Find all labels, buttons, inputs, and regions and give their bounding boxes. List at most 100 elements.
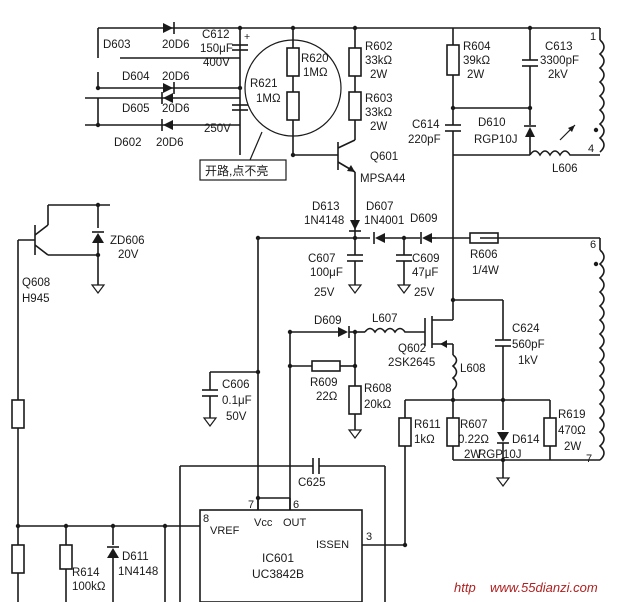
- diode-d614: [495, 400, 511, 487]
- label-d605-value: 20D6: [162, 103, 190, 115]
- label-q602-value: 2SK2645: [388, 357, 435, 369]
- label-c606: C606: [222, 379, 250, 391]
- label-r621: R621: [250, 78, 278, 90]
- watermark-prefix: http: [454, 580, 476, 595]
- label-r607-rating: 2W: [464, 449, 481, 461]
- diode-d603: [163, 22, 175, 34]
- svg-text:+: +: [244, 31, 250, 43]
- label-r609: R609: [310, 377, 338, 389]
- label-ic601-value: UC3842B: [252, 567, 304, 581]
- label-r603: R603: [365, 93, 393, 105]
- label-c625: C625: [298, 477, 326, 489]
- label-c613-value: 3300pF: [540, 55, 579, 67]
- label-pin-vref: VREF: [210, 525, 240, 537]
- label-d614: D614: [512, 434, 540, 446]
- label-c606-rating: 50V: [226, 411, 247, 423]
- label-c624-value: 560pF: [512, 339, 545, 351]
- watermark: www.55dianzi.com: [490, 580, 598, 595]
- label-ic601: IC601: [262, 551, 294, 565]
- label-r602: R602: [365, 41, 393, 53]
- resistor-r614: [59, 523, 73, 602]
- label-l607: L607: [372, 313, 398, 325]
- label-t1: 1: [590, 31, 596, 43]
- diode-d611: [107, 523, 119, 602]
- label-d607-value: 1N4001: [364, 215, 404, 227]
- labels: D603 20D6 D604 20D6 D605 20D6 D602 20D6 …: [22, 29, 598, 595]
- label-c609: C609: [412, 253, 440, 265]
- transistor-q601: [293, 139, 356, 215]
- label-c624: C624: [512, 323, 540, 335]
- label-r603-rating: 2W: [370, 121, 387, 133]
- label-zd606-value: 20V: [118, 249, 139, 261]
- resistor-r606: [436, 232, 499, 244]
- label-d614-value: RGP10J: [478, 449, 521, 461]
- label-d602: D602: [114, 137, 142, 149]
- note-box: [199, 131, 287, 181]
- label-r609-value: 22Ω: [316, 391, 338, 403]
- label-r606: R606: [470, 249, 498, 261]
- label-pin-issen: ISSEN: [316, 539, 349, 551]
- ic601: [199, 497, 363, 602]
- label-q601-value: MPSA44: [360, 173, 406, 185]
- label-d604-value: 20D6: [162, 71, 190, 83]
- resistor-r619: [503, 400, 560, 461]
- label-d609-lower: D609: [314, 315, 342, 327]
- capacitor-c607: [347, 238, 363, 294]
- label-d610-value: RGP10J: [474, 134, 517, 146]
- label-q602: Q602: [398, 343, 426, 355]
- label-d611-value: 1N4148: [118, 566, 158, 578]
- label-r603-value: 33kΩ: [365, 107, 393, 119]
- label-r602-rating: 2W: [370, 69, 387, 81]
- label-c614-value: 220pF: [408, 134, 441, 146]
- label-t4: 4: [588, 143, 594, 155]
- label-r604-value: 39kΩ: [463, 55, 491, 67]
- label-d609-upper: D609: [410, 213, 438, 225]
- label-d605: D605: [122, 103, 150, 115]
- label-c607: C607: [308, 253, 336, 265]
- label-c612-rating: 400V: [203, 57, 230, 69]
- label-q608-value: H945: [22, 293, 50, 305]
- capacitor-c625: [179, 458, 386, 602]
- label-r608-value: 20kΩ: [364, 399, 392, 411]
- label-pin8: 8: [203, 513, 209, 525]
- mosfet-q602: [424, 297, 503, 355]
- label-pin-vcc: Vcc: [254, 517, 273, 529]
- label-pin-out: OUT: [283, 517, 307, 529]
- label-d602-value: 20D6: [156, 137, 184, 149]
- label-zd606: ZD606: [110, 235, 145, 247]
- capacitor-c609: [396, 238, 412, 294]
- label-d604: D604: [122, 71, 150, 83]
- gate-drive: [287, 326, 425, 510]
- label-r607-value: 0.22Ω: [458, 434, 489, 446]
- highlight-circle: [244, 25, 342, 158]
- diode-d604: [163, 82, 175, 94]
- label-r620-value: 1MΩ: [303, 67, 328, 79]
- label-d603: D603: [103, 39, 131, 51]
- label-r619-rating: 2W: [564, 441, 581, 453]
- label-r604: R604: [463, 41, 491, 53]
- label-q608: Q608: [22, 277, 50, 289]
- transformer-secondary: [480, 237, 605, 461]
- label-250v: 250V: [204, 123, 231, 135]
- diode-d605: [161, 92, 173, 104]
- label-c613-rating: 2kV: [548, 69, 568, 81]
- resistor-left: [11, 399, 200, 602]
- label-c609-value: 47μF: [412, 267, 438, 279]
- label-c607-rating: 25V: [314, 287, 335, 299]
- label-r620: R620: [301, 53, 329, 65]
- label-c614: C614: [412, 119, 440, 131]
- label-r621-value: 1MΩ: [256, 93, 281, 105]
- label-l606: L606: [552, 163, 578, 175]
- resistor-r607: [446, 417, 503, 461]
- capacitor-c624: [495, 300, 511, 400]
- label-r608: R608: [364, 383, 392, 395]
- label-r607: R607: [460, 419, 488, 431]
- label-pin3: 3: [366, 531, 372, 543]
- transformer-primary: [593, 28, 605, 153]
- note-text: 开路,点不亮: [205, 163, 268, 178]
- label-d607: D607: [366, 201, 394, 213]
- label-l608: L608: [460, 363, 486, 375]
- label-r614-value: 100kΩ: [72, 581, 106, 593]
- label-d603-value: 20D6: [162, 39, 190, 51]
